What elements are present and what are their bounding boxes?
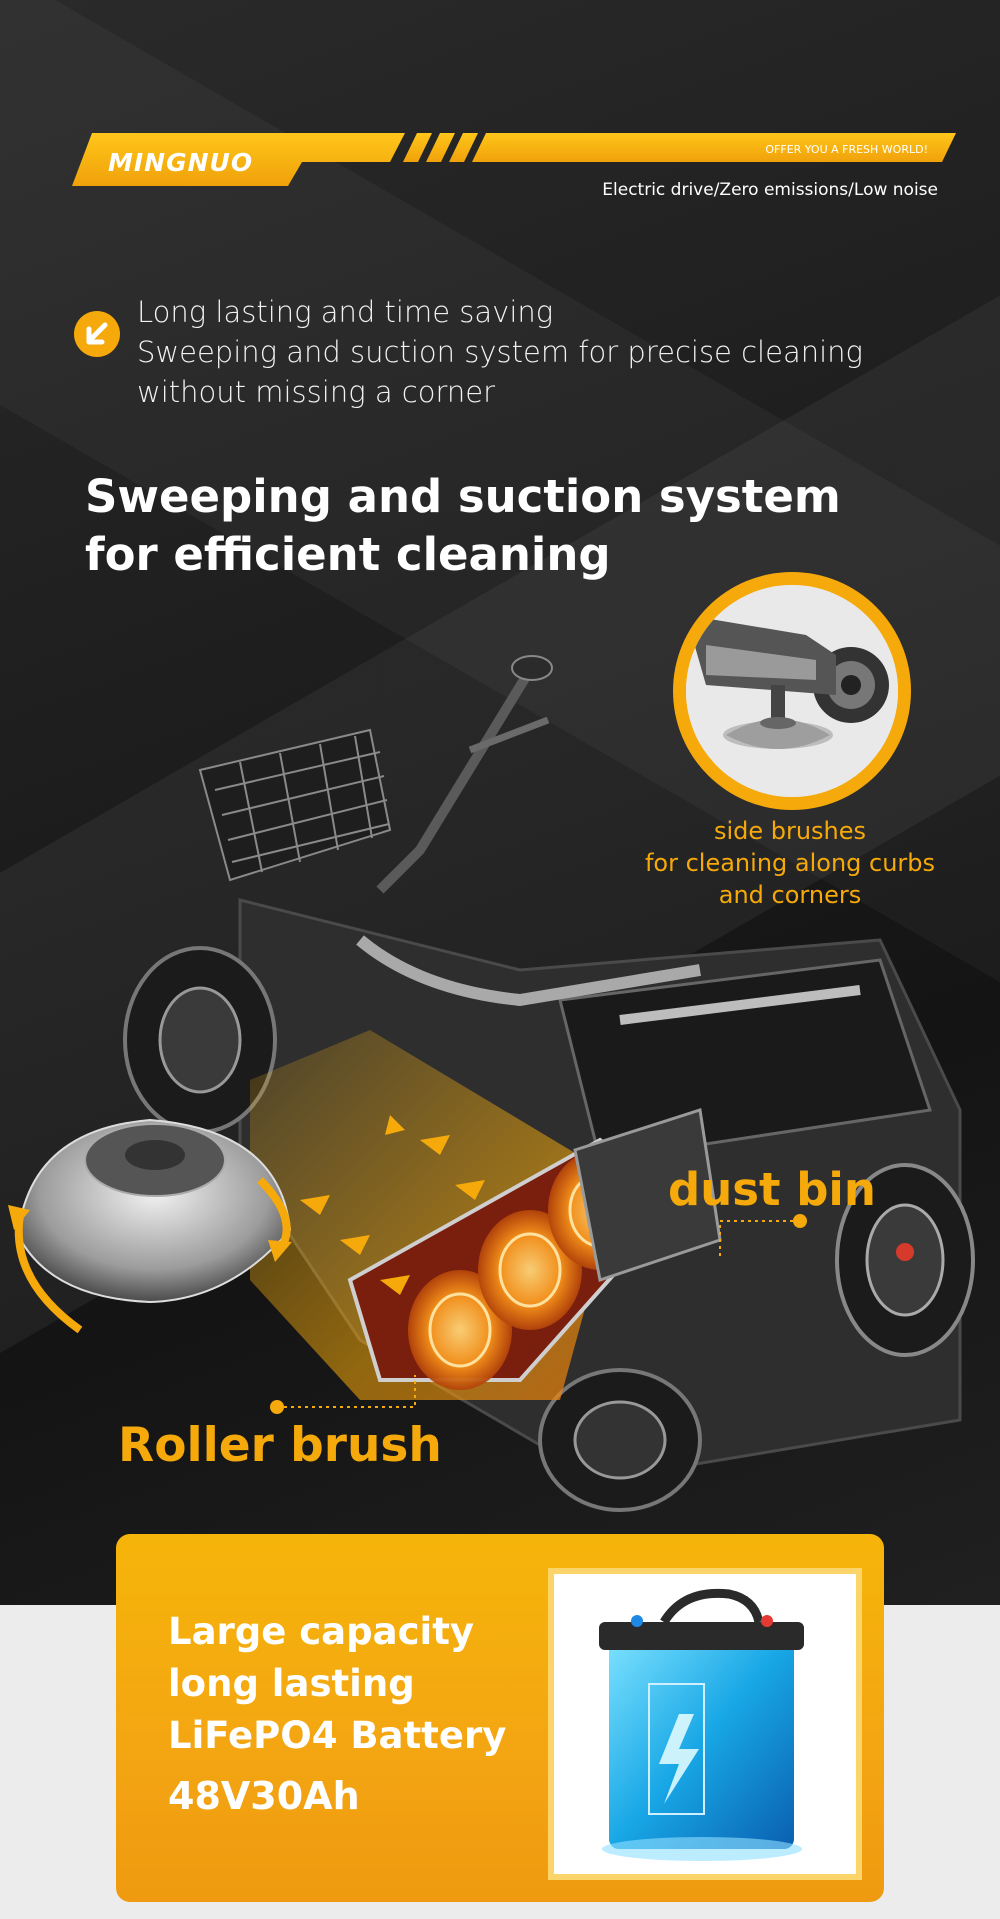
- brand-tagline: OFFER YOU A FRESH WORLD!: [765, 143, 928, 156]
- header-banner: MINGNUO OFFER YOU A FRESH WORLD! Electri…: [0, 0, 1000, 220]
- battery-line: LiFePO4 Battery: [168, 1714, 507, 1757]
- headline-line: Sweeping and suction system: [85, 470, 841, 523]
- section-headline: Sweeping and suction system for efficien…: [85, 468, 841, 584]
- arrow-down-left-icon: [74, 311, 120, 357]
- header-banner-shape: [72, 133, 956, 186]
- caption-line: for cleaning along curbs: [644, 849, 936, 877]
- battery-line: long lasting: [168, 1662, 415, 1705]
- battery-image: [548, 1568, 862, 1880]
- dust-bin-label: dust bin: [668, 1163, 876, 1216]
- intro-line: Sweeping and suction system for precise …: [137, 335, 863, 369]
- side-brush-image: [686, 585, 898, 797]
- side-brush-detail: [673, 572, 911, 810]
- headline-line: for efficient cleaning: [85, 528, 611, 581]
- feature-summary: Electric drive/Zero emissions/Low noise: [602, 180, 938, 200]
- caption-line: side brushes: [713, 817, 867, 845]
- intro-line: without missing a corner: [137, 375, 496, 409]
- battery-panel: Large capacity long lasting LiFePO4 Batt…: [116, 1534, 884, 1902]
- battery-description: Large capacity long lasting LiFePO4 Batt…: [168, 1606, 506, 1762]
- battery-line: Large capacity: [168, 1610, 475, 1653]
- caption-line: and corners: [718, 881, 862, 909]
- side-brush-caption: side brushes for cleaning along curbs an…: [615, 815, 965, 911]
- roller-brush-label: Roller brush: [118, 1418, 442, 1473]
- intro-line: Long lasting and time saving: [137, 295, 554, 329]
- sweeper-machine-illustration: [8, 655, 975, 1512]
- battery-spec: 48V30Ah: [168, 1774, 360, 1818]
- intro-text: Long lasting and time saving Sweeping an…: [137, 292, 863, 412]
- brand-logo: MINGNUO: [108, 148, 254, 177]
